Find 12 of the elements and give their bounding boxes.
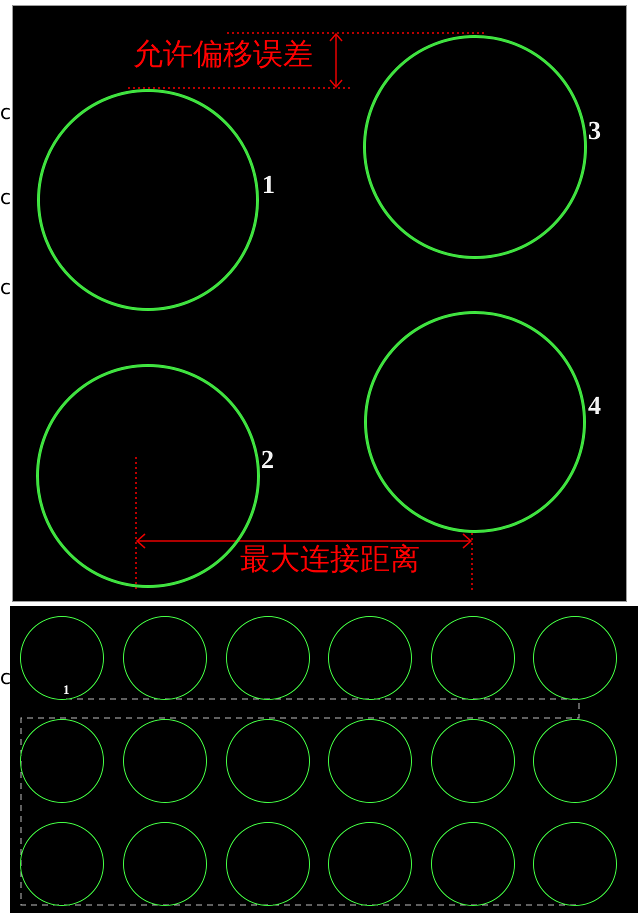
- cropped-text: c: [0, 667, 11, 687]
- circle-number: 2: [261, 447, 274, 473]
- circle-number: 1: [262, 172, 275, 198]
- circle-number: 3: [588, 118, 601, 144]
- cropped-text: c: [0, 187, 11, 207]
- cropped-text: c: [0, 102, 11, 122]
- cropped-text: c: [0, 277, 11, 297]
- circle-number: 4: [588, 393, 601, 419]
- route-line: [20, 698, 580, 906]
- dimension-label: 允许偏移误差: [133, 40, 313, 70]
- start-number: 1: [63, 683, 70, 696]
- dimension-label: 最大连接距离: [240, 545, 420, 575]
